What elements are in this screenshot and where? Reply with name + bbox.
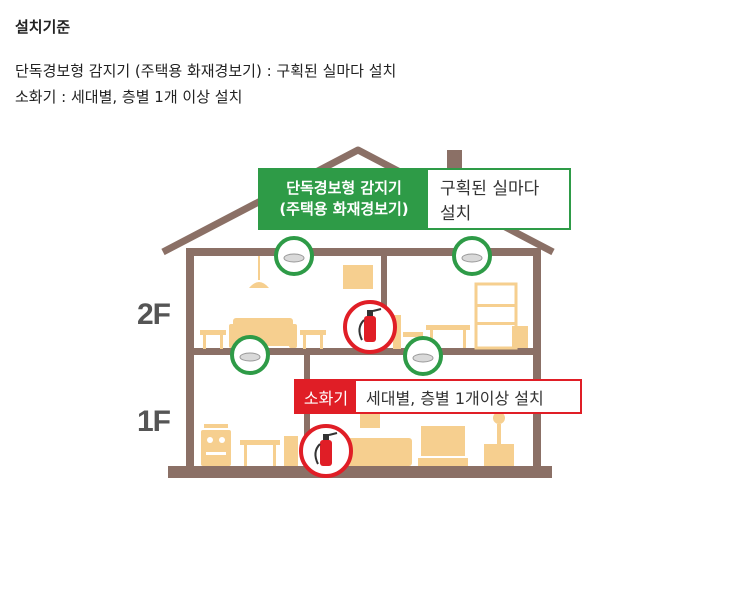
extinguisher-callout-value: 세대별, 층별 1개이상 설치 (366, 388, 544, 408)
detector-callout-value: 구획된 실마다 설치 (440, 179, 540, 224)
detector-tag-line2: (주택용 화재경보기) (279, 200, 409, 218)
section-title: 설치기준 (15, 18, 71, 36)
fire-extinguisher-icon (343, 300, 397, 354)
detector-callout: 단독경보형 감지기 (주택용 화재경보기) 구획된 실마다 설치 (258, 168, 571, 230)
detector-tag-line1: 단독경보형 감지기 (286, 179, 402, 197)
extinguisher-callout-tag: 소화기 (296, 381, 356, 412)
smoke-detector-icon (452, 236, 492, 276)
fire-extinguisher-icon (299, 424, 353, 478)
detector-callout-tag: 단독경보형 감지기 (주택용 화재경보기) (260, 170, 428, 228)
smoke-detector-icon (230, 335, 270, 375)
detector-requirement-text: 단독경보형 감지기 (주택용 화재경보기) : 구획된 실마다 설치 (15, 62, 397, 80)
smoke-detector-icon (403, 336, 443, 376)
extinguisher-callout: 소화기 세대별, 층별 1개이상 설치 (294, 379, 582, 414)
lower-floor-furniture (201, 412, 514, 466)
floor-label-2f: 2F (137, 298, 171, 331)
extinguisher-requirement-text: 소화기 : 세대별, 층별 1개 이상 설치 (15, 88, 243, 106)
floor-label-1f: 1F (137, 405, 171, 438)
upper-floor-furniture (200, 256, 528, 350)
smoke-detector-icon (274, 236, 314, 276)
